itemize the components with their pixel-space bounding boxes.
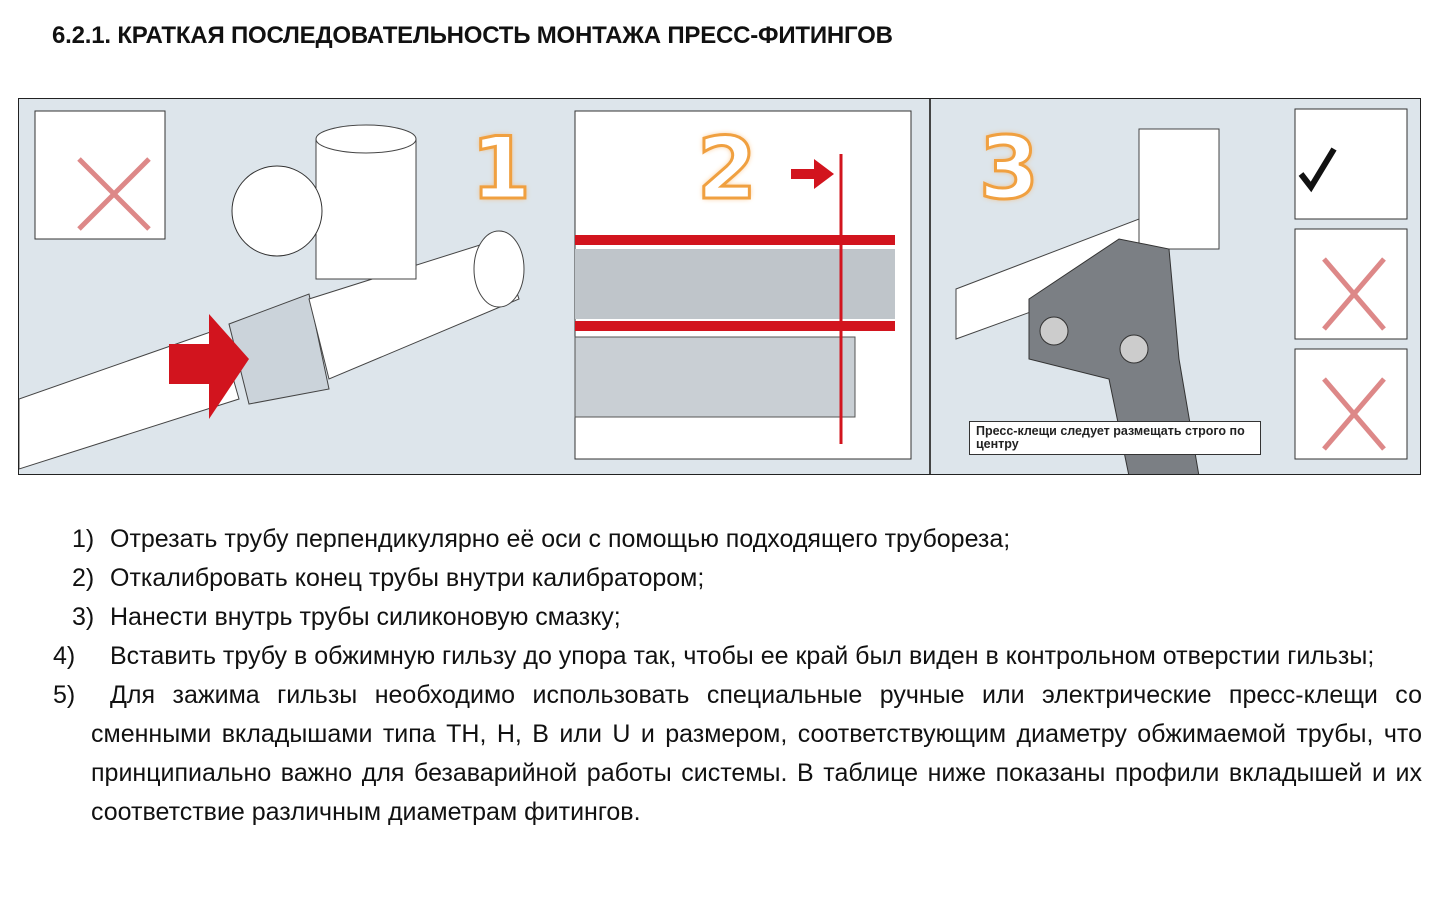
press-tool xyxy=(1028,238,1200,474)
list-item: 2) Откалибровать конец трубы внутри калиб… xyxy=(72,559,1422,598)
inset-wrong-1 xyxy=(1294,228,1408,340)
magnifier-detail xyxy=(231,165,323,257)
item-text: Вставить трубу в обжимную гильзу до упор… xyxy=(110,642,1375,670)
assembly-steps-list: 1) Отрезать трубу перпендикулярно её оси … xyxy=(53,520,1422,832)
inset-wrong-cut xyxy=(34,110,166,240)
item-text: Для зажима гильзы необходимо использоват… xyxy=(91,681,1422,826)
item-number: 3) xyxy=(72,603,95,631)
cross-icon xyxy=(77,157,151,231)
inset-wrong-2 xyxy=(1294,348,1408,460)
assembly-illustration: 1 2 3 Пресс-клещи следует размещать стро… xyxy=(18,98,1421,475)
panel-3-drawing xyxy=(955,108,1408,474)
panel-1-drawing xyxy=(19,110,525,470)
inset-correct xyxy=(1294,108,1408,220)
illustration-graphics xyxy=(19,99,1408,474)
arrow-icon xyxy=(791,159,834,189)
item-number: 1) xyxy=(72,525,95,553)
press-sleeve xyxy=(228,293,330,405)
list-item: 3) Нанести внутрь трубы силиконовую смазк… xyxy=(72,598,1422,637)
tee-branch xyxy=(315,138,417,280)
item-text: Отрезать трубу перпендикулярно её оси с … xyxy=(110,525,1011,553)
item-text: Нанести внутрь трубы силиконовую смазку; xyxy=(110,603,621,631)
panel-2-drawing xyxy=(574,110,912,460)
step-number-1: 1 xyxy=(470,118,533,221)
list-item: 4) Вставить трубу в обжимную гильзу до уп… xyxy=(53,637,1422,676)
item-text: Откалибровать конец трубы внутри калибра… xyxy=(110,564,705,592)
section-title: 6.2.1. КРАТКАЯ ПОСЛЕДОВАТЕЛЬНОСТЬ МОНТАЖ… xyxy=(52,22,893,49)
item-number: 4) xyxy=(53,642,76,670)
item-number: 5) xyxy=(53,681,76,709)
tee-body xyxy=(308,238,520,380)
step-number-3: 3 xyxy=(978,118,1041,221)
arrow-icon xyxy=(169,314,249,419)
list-item: 5) Для зажима гильзы необходимо использов… xyxy=(53,676,1422,832)
press-tool-caption: Пресс-клещи следует размещать строго по … xyxy=(969,421,1261,455)
checkmark-icon xyxy=(1298,147,1337,193)
step-number-2: 2 xyxy=(696,118,759,221)
list-item: 1) Отрезать трубу перпендикулярно её оси … xyxy=(72,520,1422,559)
item-number: 2) xyxy=(72,564,95,592)
